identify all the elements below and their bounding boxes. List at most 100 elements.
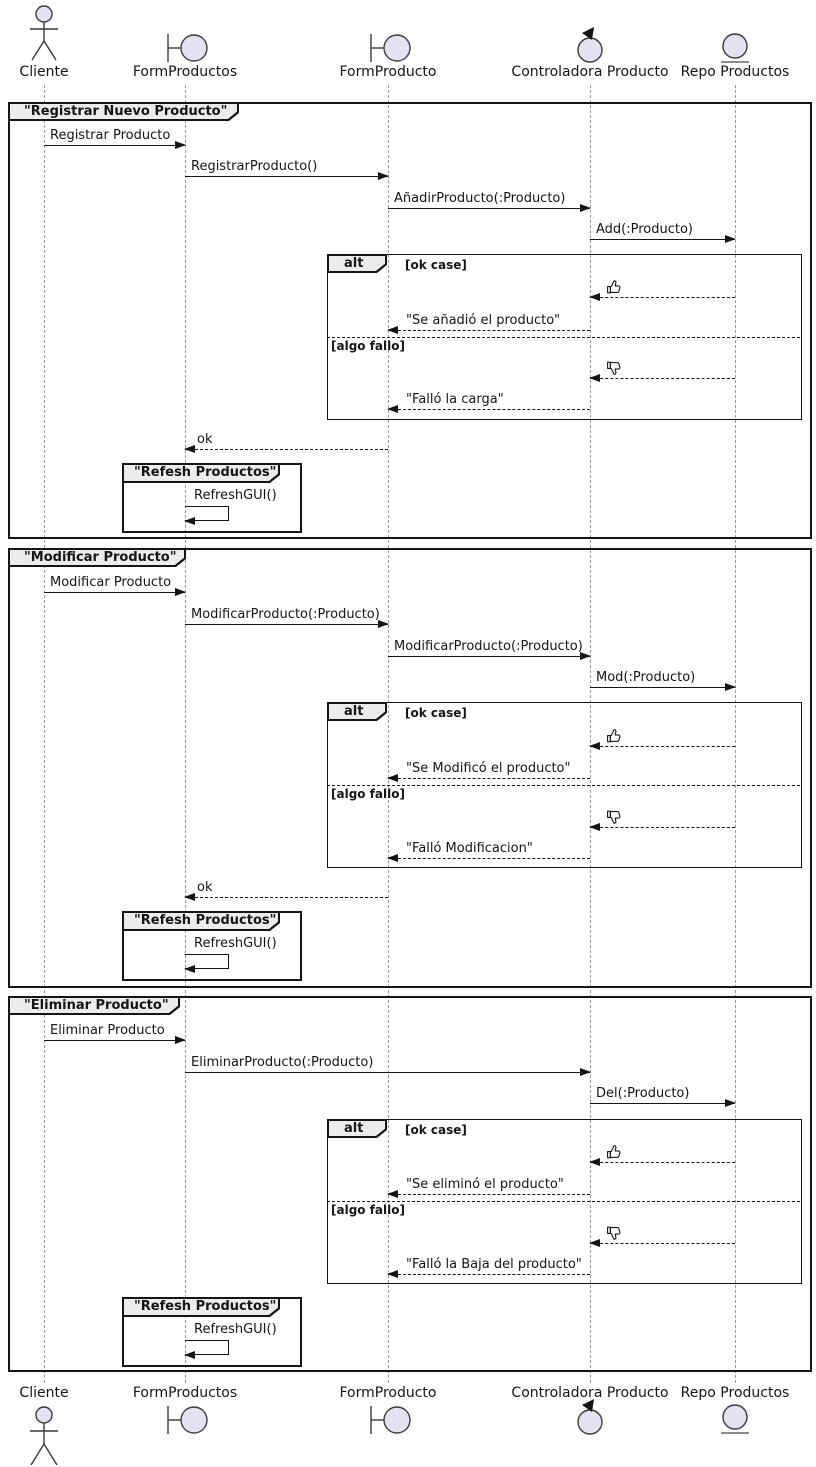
message-arrow: [185, 620, 389, 628]
entity-icon: [721, 1404, 749, 1434]
message-label: RegistrarProducto(): [191, 159, 318, 174]
message-arrow: [44, 1036, 186, 1044]
lifeline-controladora-producto: [590, 85, 591, 1383]
arrowhead: [589, 1239, 600, 1247]
alt-header: alt: [327, 702, 387, 721]
message-arrow: [590, 235, 736, 243]
alt-divider: [327, 1201, 800, 1202]
self-message-label: RefreshGUI(): [194, 488, 277, 503]
message-label: Add(:Producto): [596, 222, 694, 237]
boundary-icon: [370, 1406, 411, 1434]
arrowhead: [589, 823, 600, 831]
alt-header: alt: [327, 1119, 387, 1138]
arrowhead: [387, 854, 398, 862]
arrowhead: [580, 652, 591, 660]
guard-label: [ok case]: [405, 258, 467, 272]
lifeline-repo-productos: [735, 85, 736, 1383]
return-arrow: [387, 1190, 590, 1198]
return-label: ok: [197, 880, 213, 895]
arrowhead: [175, 588, 186, 596]
boundary-icon: [167, 34, 208, 62]
actor-icon: [30, 1406, 58, 1466]
arrowhead: [387, 1270, 398, 1278]
self-message-label: RefreshGUI(): [194, 936, 277, 951]
return-arrow: [589, 293, 735, 301]
guard-label: [algo fallo]: [331, 339, 405, 353]
message-label: Eliminar Producto: [50, 1023, 165, 1038]
boundary-icon: [370, 34, 411, 62]
arrowhead: [184, 965, 195, 973]
participant-label: Repo Productos: [680, 1385, 790, 1401]
return-arrow: [387, 1270, 590, 1278]
self-message-label: RefreshGUI(): [194, 1322, 277, 1337]
participant-label: FormProductos: [132, 64, 238, 80]
message-label: EliminarProducto(:Producto): [191, 1055, 374, 1070]
arrowhead: [175, 141, 186, 149]
control-icon: [577, 27, 603, 63]
arrowhead: [589, 742, 600, 750]
return-label: ok: [197, 432, 213, 447]
thumbs-up-icon: [607, 280, 621, 294]
message-label: AñadirProducto(:Producto): [394, 191, 566, 206]
frame-title: "Modificar Producto": [24, 550, 177, 565]
return-arrow: [589, 374, 735, 382]
message-arrow: [44, 141, 186, 149]
group-header: "Refesh Productos": [122, 463, 280, 483]
return-arrow: [589, 823, 735, 831]
return-label: "Falló Modificacion": [406, 841, 533, 856]
arrowhead: [184, 893, 195, 901]
return-arrow: [387, 854, 590, 862]
return-arrow: [589, 1239, 735, 1247]
arrowhead: [175, 1036, 186, 1044]
message-arrow: [185, 172, 389, 180]
arrowhead: [378, 620, 389, 628]
return-arrow: [589, 742, 735, 750]
frame-title: "Eliminar Producto": [24, 998, 169, 1013]
self-message-arrow: [184, 506, 229, 525]
participant-label: FormProducto: [339, 1385, 437, 1401]
message-label: ModificarProducto(:Producto): [394, 639, 583, 654]
alt-divider: [327, 337, 800, 338]
participant-label: FormProductos: [132, 1385, 238, 1401]
arrowhead: [184, 1351, 195, 1359]
frame-header: "Registrar Nuevo Producto": [8, 102, 239, 121]
frame-registrar-nuevo-producto: [8, 102, 812, 539]
entity-icon: [721, 33, 749, 63]
actor-icon: [30, 5, 58, 61]
return-arrow: [387, 326, 590, 334]
lifeline-cliente: [44, 85, 45, 1383]
participant-label: Controladora Producto: [511, 64, 669, 80]
thumbs-up-icon: [607, 1145, 621, 1159]
arrowhead: [725, 683, 736, 691]
thumbs-down-icon: [607, 361, 621, 375]
frame-header: "Eliminar Producto": [8, 996, 180, 1015]
thumbs-down-icon: [607, 1226, 621, 1240]
return-arrow: [387, 405, 590, 413]
arrowhead: [589, 293, 600, 301]
thumbs-down-icon: [607, 810, 621, 824]
arrowhead: [589, 374, 600, 382]
group-title: "Refesh Productos": [134, 1299, 277, 1314]
message-arrow: [44, 588, 186, 596]
arrowhead: [580, 204, 591, 212]
boundary-icon: [167, 1406, 208, 1434]
participant-label: FormProducto: [339, 64, 437, 80]
arrowhead: [387, 774, 398, 782]
alt-label: alt: [344, 256, 364, 271]
lifeline-formproductos: [185, 85, 186, 1383]
message-arrow: [590, 683, 736, 691]
return-label: "Se añadió el producto": [406, 313, 561, 328]
frame-header: "Modificar Producto": [8, 548, 186, 567]
return-arrow: [184, 893, 388, 901]
return-label: "Falló la Baja del producto": [406, 1257, 582, 1272]
return-arrow: [387, 774, 590, 782]
message-arrow: [388, 204, 591, 212]
message-arrow: [185, 1068, 591, 1076]
return-arrow: [184, 445, 388, 453]
arrowhead: [184, 445, 195, 453]
guard-label: [ok case]: [405, 1123, 467, 1137]
self-message-arrow: [184, 1340, 229, 1359]
thumbs-up-icon: [607, 729, 621, 743]
alt-label: alt: [344, 1121, 364, 1136]
